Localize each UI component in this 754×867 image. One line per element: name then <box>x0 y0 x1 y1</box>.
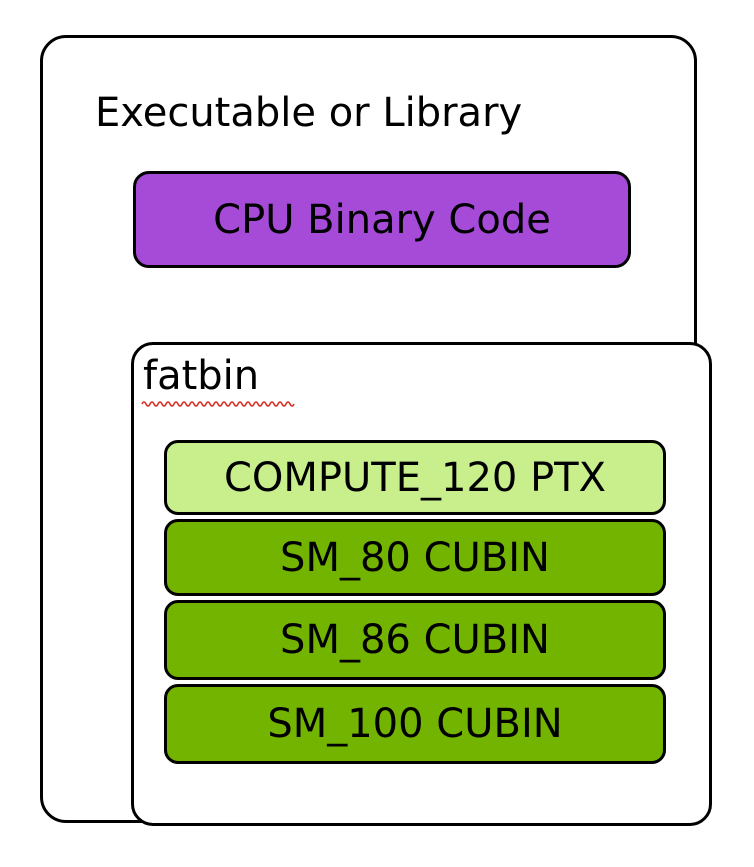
sm-86-cubin-label: SM_86 CUBIN <box>280 617 550 663</box>
cpu-binary-code-label: CPU Binary Code <box>213 196 551 243</box>
sm-100-cubin-box: SM_100 CUBIN <box>164 684 666 764</box>
sm-86-cubin-box: SM_86 CUBIN <box>164 600 666 680</box>
compute-120-ptx-box: COMPUTE_120 PTX <box>164 440 666 515</box>
fatbin-box: fatbin COMPUTE_120 PTX SM_80 CUBIN SM_86… <box>131 342 712 826</box>
fatbin-label: fatbin <box>143 353 260 399</box>
sm-80-cubin-box: SM_80 CUBIN <box>164 519 666 596</box>
compute-120-ptx-label: COMPUTE_120 PTX <box>223 454 607 501</box>
spellcheck-squiggle-icon <box>141 401 295 407</box>
sm-100-cubin-label: SM_100 CUBIN <box>267 701 563 747</box>
sm-80-cubin-label: SM_80 CUBIN <box>280 534 550 581</box>
executable-or-library-box: Executable or Library CPU Binary Code fa… <box>40 35 712 826</box>
cpu-binary-code-box: CPU Binary Code <box>133 171 631 268</box>
executable-or-library-label: Executable or Library <box>95 90 523 136</box>
